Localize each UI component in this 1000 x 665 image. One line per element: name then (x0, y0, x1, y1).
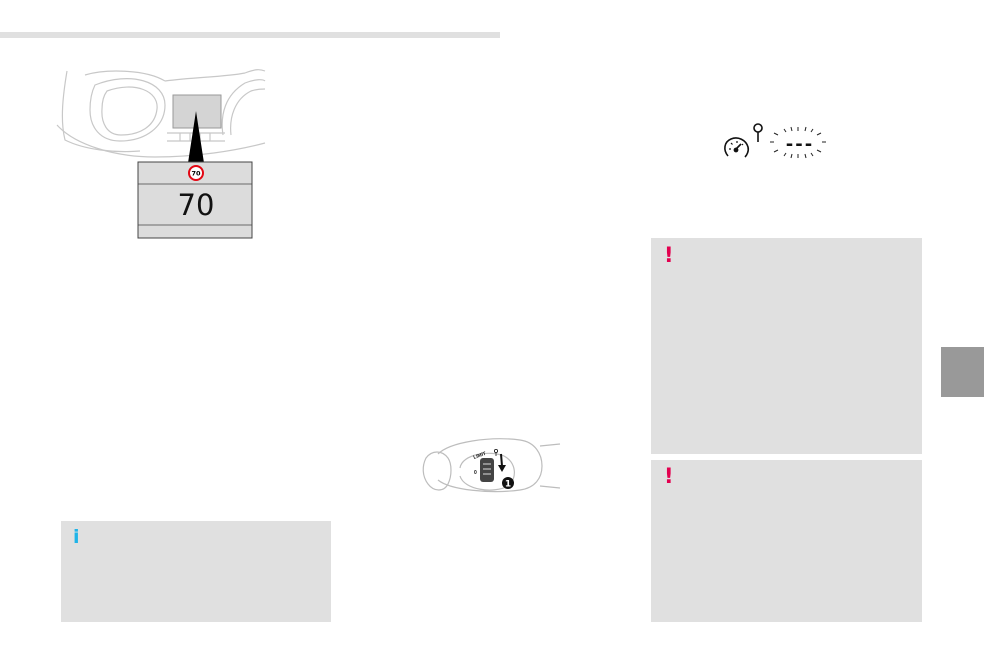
chapter-side-tab[interactable] (941, 347, 984, 397)
warning-icon: ! (664, 243, 674, 267)
warning-note-box-1 (651, 238, 922, 454)
steering-stalk-illustration: LIMIT 0 1 (422, 438, 561, 493)
speed-sign-value: 70 (191, 170, 201, 178)
instrument-panel-illustration: 70 70 (56, 69, 266, 239)
limit-label: LIMIT (473, 451, 487, 461)
info-icon: i (73, 526, 80, 548)
info-note-box (61, 521, 331, 622)
callout-1-marker (502, 477, 514, 489)
speed-value: 70 (178, 188, 215, 222)
warning-note-box-2 (651, 460, 922, 622)
speed-limit-sign-icon (188, 165, 204, 181)
speed-limiter-display: --- (724, 123, 826, 159)
callout-1-number: 1 (505, 480, 511, 490)
warning-icon: ! (664, 464, 674, 488)
zero-position-label: 0 (474, 470, 477, 476)
svg-text:---: --- (786, 134, 814, 155)
flashing-dashes: --- (770, 126, 826, 159)
header-rule (0, 32, 500, 38)
limit-thumbwheel (480, 458, 494, 482)
speedometer-limiter-icon (724, 123, 763, 158)
